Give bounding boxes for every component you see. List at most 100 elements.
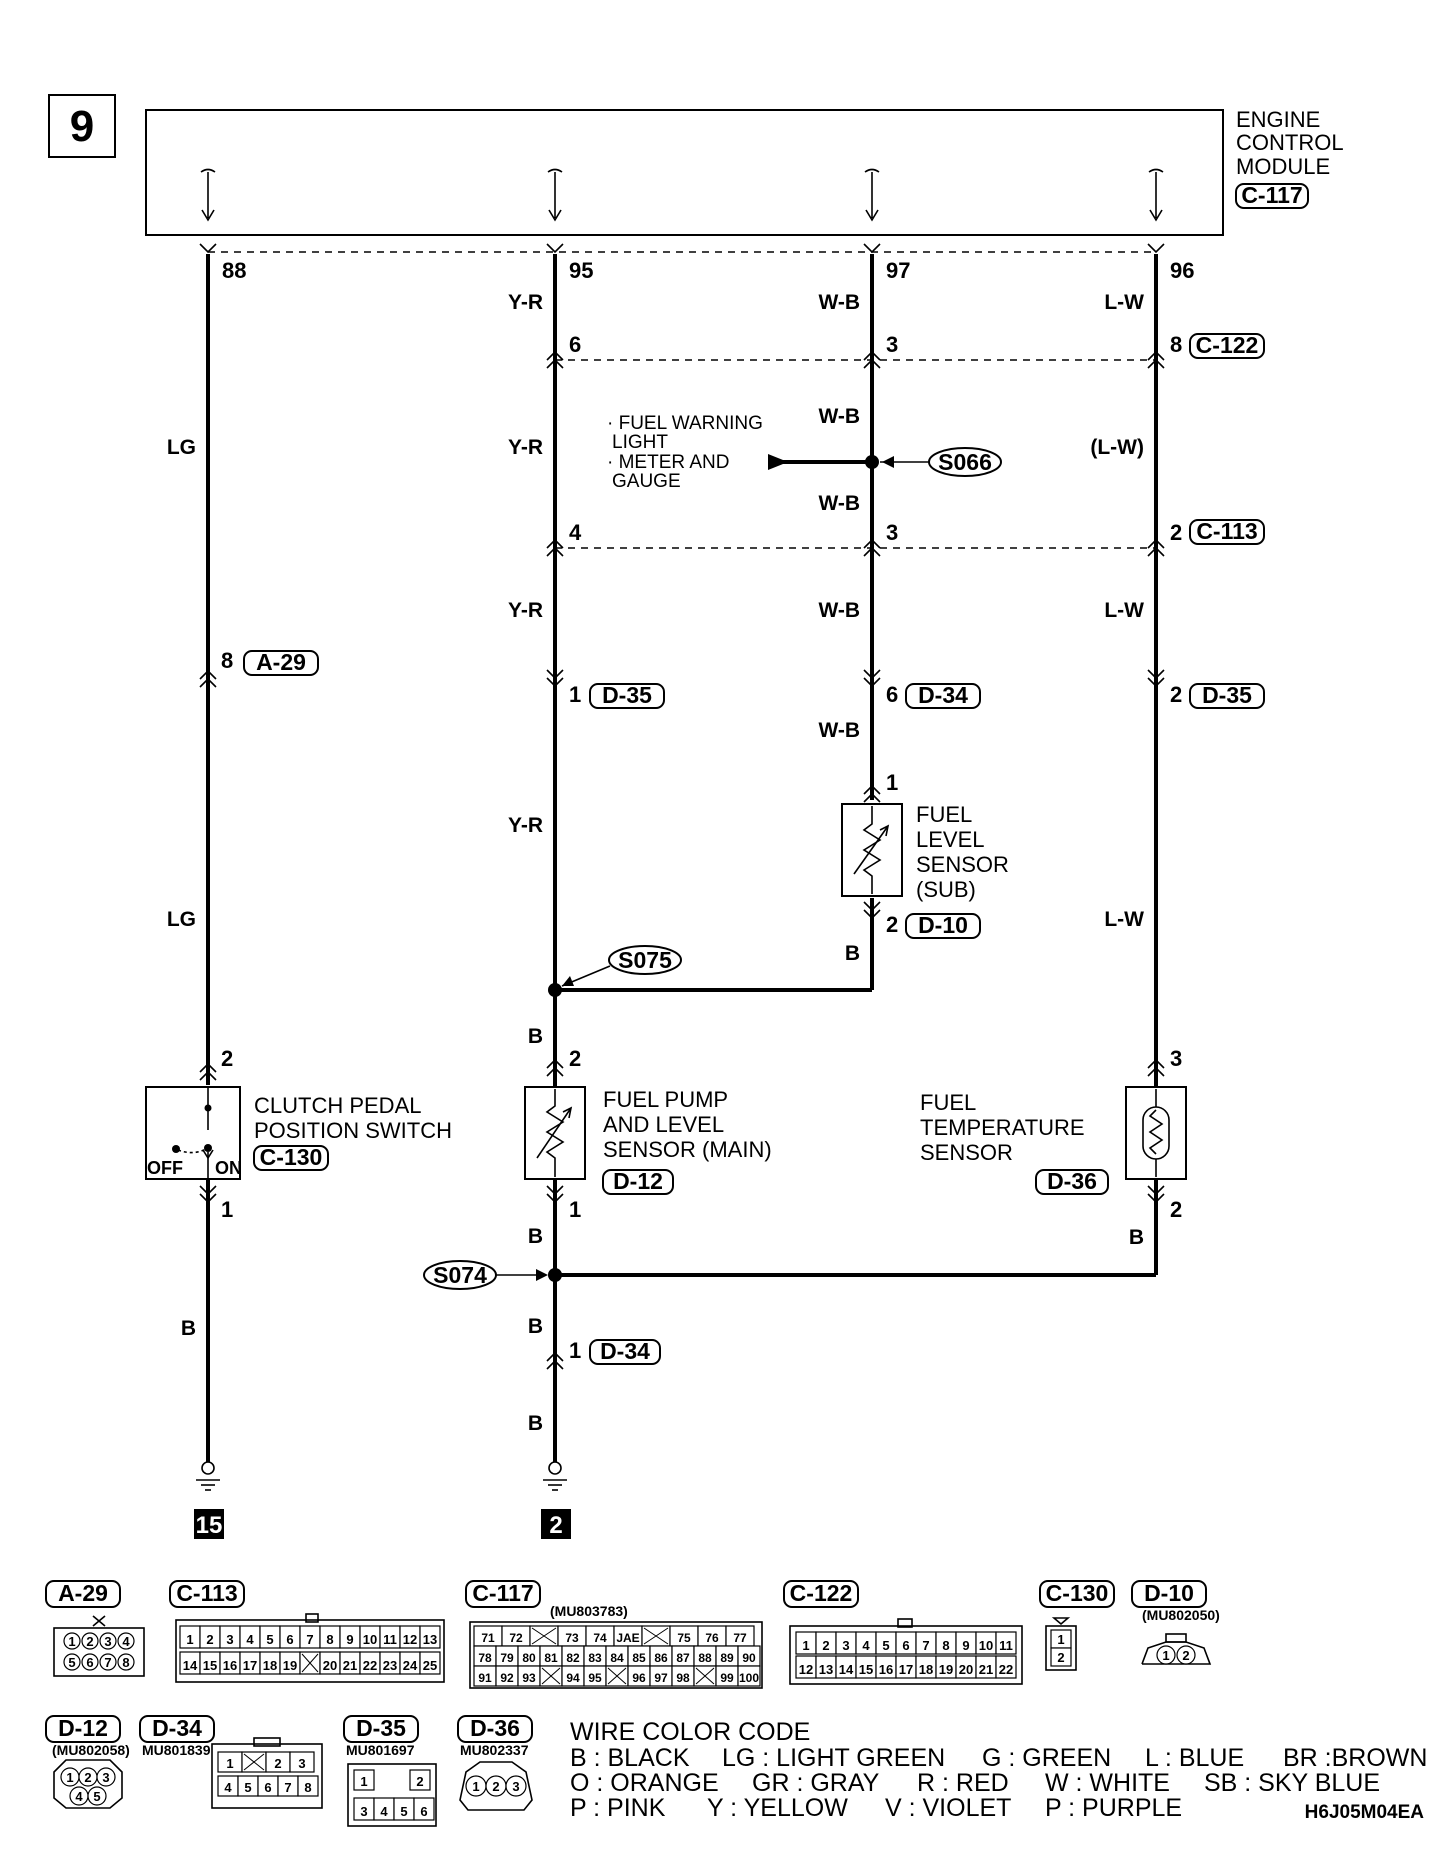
wire-label: LG bbox=[167, 908, 196, 931]
view-c117-badge bbox=[465, 1580, 541, 1608]
d12-pin: 5 bbox=[93, 1789, 100, 1804]
c122-pin: 9 bbox=[962, 1638, 969, 1653]
c122-marks bbox=[546, 350, 1165, 369]
c130-pin: 1 bbox=[1057, 1632, 1064, 1647]
c117-blank bbox=[607, 1667, 627, 1685]
c122-pin-c: 8 bbox=[1170, 332, 1182, 357]
sub-label-line4: (SUB) bbox=[916, 877, 976, 902]
c117-pin: 78 bbox=[478, 1651, 492, 1665]
legend-item: B : BLACK bbox=[570, 1744, 690, 1772]
temp-label-line2: TEMPERATURE bbox=[920, 1115, 1085, 1140]
ground-symbol bbox=[196, 1461, 220, 1491]
ground-badge bbox=[541, 1509, 571, 1539]
c117-pin: 90 bbox=[742, 1651, 756, 1665]
page-number-box bbox=[48, 94, 116, 158]
d36-pin: 2 bbox=[492, 1779, 499, 1794]
c122-badge bbox=[1189, 333, 1265, 359]
wire-label: LG bbox=[167, 436, 196, 459]
c117-pin: 86 bbox=[654, 1651, 668, 1665]
c113-pin: 24 bbox=[403, 1658, 418, 1673]
c117-pin: 76 bbox=[705, 1631, 719, 1645]
c113-pin: 6 bbox=[286, 1632, 293, 1647]
c122-pin: 16 bbox=[879, 1662, 893, 1677]
c113-pin: 17 bbox=[243, 1658, 257, 1673]
d35-pin: 3 bbox=[360, 1804, 367, 1819]
c113-pin: 7 bbox=[306, 1632, 313, 1647]
wire-label: Y-R bbox=[508, 291, 543, 314]
d12-pin: 1 bbox=[66, 1770, 73, 1785]
c113-label: C-113 bbox=[1196, 518, 1257, 544]
d12-pin-circle bbox=[87, 1786, 107, 1806]
connector-mark bbox=[546, 1058, 564, 1077]
splice-s066-dot bbox=[865, 455, 879, 469]
view-c130-connector: 12 bbox=[1045, 1617, 1077, 1671]
c117-pin: 95 bbox=[588, 1671, 602, 1685]
a29-pin-circle bbox=[81, 1653, 99, 1671]
view-c122-badge bbox=[783, 1580, 859, 1608]
c122-pin: 1 bbox=[802, 1638, 809, 1653]
a29-pin: 7 bbox=[104, 1655, 111, 1670]
ecm-connector-badge bbox=[1235, 183, 1309, 209]
sub-label-line2: LEVEL bbox=[916, 827, 985, 852]
d35-pin: 5 bbox=[400, 1804, 407, 1819]
view-d36-name: D-36 bbox=[470, 1715, 520, 1741]
clutch-label-line2: POSITION SWITCH bbox=[254, 1118, 452, 1143]
view-c122-name: C-122 bbox=[790, 1580, 853, 1606]
d10-pin-bottom: 2 bbox=[886, 912, 898, 937]
a29-pin: 3 bbox=[104, 1634, 111, 1649]
clutch-on: ON bbox=[215, 1158, 242, 1178]
connector-mark bbox=[199, 1185, 217, 1204]
d35-pin: 2 bbox=[416, 1774, 423, 1789]
pump-pin-bottom: 1 bbox=[569, 1197, 581, 1222]
d35-right-label: D-35 bbox=[1202, 682, 1252, 708]
switch-contact bbox=[204, 1104, 212, 1112]
c122-pin: 7 bbox=[922, 1638, 929, 1653]
a29-pin-circle bbox=[81, 1632, 99, 1650]
c122-pin: 6 bbox=[902, 1638, 909, 1653]
connector-mark bbox=[199, 669, 217, 688]
legend-row-2: O : ORANGE GR : GRAY R : RED W : WHITE S… bbox=[570, 1769, 1380, 1797]
c117-blank bbox=[541, 1667, 561, 1685]
c117-pin: 91 bbox=[478, 1671, 492, 1685]
d12-pin: 3 bbox=[102, 1770, 109, 1785]
legend-item: LG : LIGHT GREEN bbox=[722, 1744, 945, 1772]
c113-pin: 2 bbox=[206, 1632, 213, 1647]
d10-pin-circle bbox=[1156, 1645, 1176, 1665]
d10-pin-top: 1 bbox=[886, 770, 898, 795]
clutch-pin-top: 2 bbox=[221, 1046, 233, 1071]
c130-cell bbox=[1050, 1647, 1072, 1667]
c122-pin: 19 bbox=[939, 1662, 953, 1677]
c113-pin: 19 bbox=[283, 1658, 297, 1673]
wire-label: B bbox=[1129, 1226, 1144, 1249]
c122-label: C-122 bbox=[1196, 332, 1259, 358]
c117-pin: 87 bbox=[676, 1651, 690, 1665]
connector-mark bbox=[863, 669, 881, 688]
ecm-pin-95: 95 bbox=[569, 258, 593, 283]
a29-pin-circle bbox=[99, 1653, 117, 1671]
view-d35-name: D-35 bbox=[356, 1715, 406, 1741]
connector-mark bbox=[863, 784, 881, 803]
fuel-warning-line2: LIGHT bbox=[612, 432, 668, 453]
legend-item: V : VIOLET bbox=[885, 1794, 1011, 1822]
c113-pin: 5 bbox=[266, 1632, 273, 1647]
legend-item: G : GREEN bbox=[982, 1744, 1111, 1772]
view-a29-name: A-29 bbox=[58, 1580, 108, 1606]
legend-title: WIRE COLOR CODE bbox=[570, 1718, 810, 1746]
view-d35-badge bbox=[343, 1715, 419, 1743]
splice-s066 bbox=[928, 447, 1002, 477]
view-d10-name: D-10 bbox=[1144, 1580, 1194, 1606]
c113-pin: 23 bbox=[383, 1658, 397, 1673]
c117-pin: 88 bbox=[698, 1651, 712, 1665]
view-d12-name: D-12 bbox=[58, 1715, 108, 1741]
connector-mark bbox=[1147, 1058, 1165, 1077]
ground-badge bbox=[194, 1509, 224, 1539]
d36-pin: 1 bbox=[472, 1779, 479, 1794]
wire-label: (L-W) bbox=[1090, 436, 1144, 459]
view-c113-name: C-113 bbox=[176, 1580, 237, 1606]
d10-pin: 1 bbox=[1162, 1648, 1169, 1663]
c113-pin: 10 bbox=[363, 1632, 377, 1647]
s074-label: S074 bbox=[433, 1262, 487, 1288]
ecm-box bbox=[145, 109, 1224, 236]
